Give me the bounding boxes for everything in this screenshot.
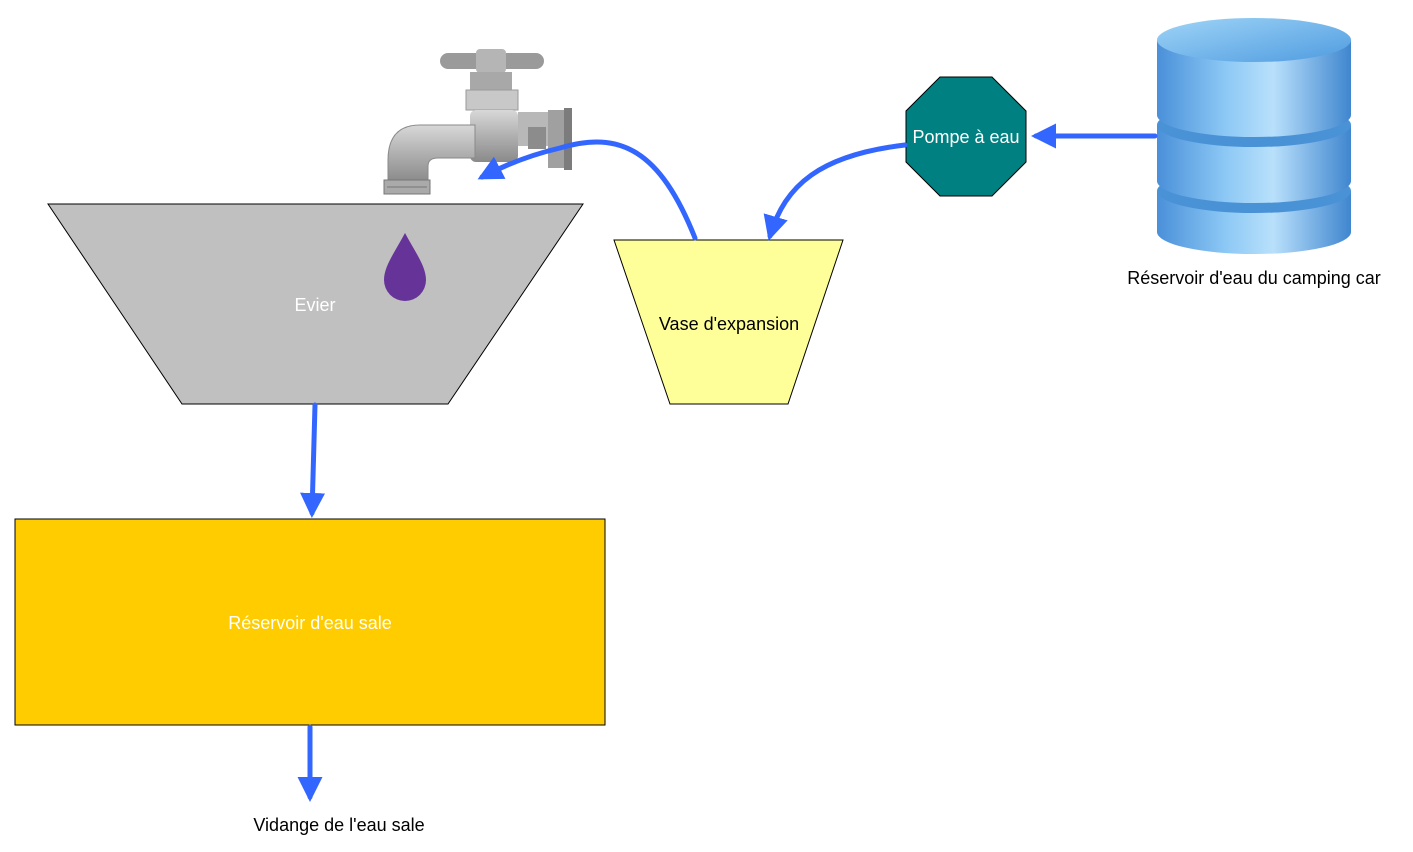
arrow-pump-to-vessel (763, 142, 908, 241)
arrow-sink-to-dirty-tank (300, 402, 326, 518)
sink-label: Evier (294, 295, 335, 315)
pump-node: Pompe à eau (905, 76, 1027, 197)
faucet-icon (383, 49, 572, 195)
pump-shape (905, 76, 1027, 197)
pump-label: Pompe à eau (912, 127, 1019, 147)
database-cylinder-icon (1157, 18, 1351, 254)
expansion-vessel-label: Vase d'expansion (659, 314, 799, 334)
sink-node: Evier (47, 203, 584, 405)
dirty-tank-node: Réservoir d'eau sale (14, 518, 606, 726)
drain-label: Vidange de l'eau sale (253, 815, 424, 835)
dirty-tank-label: Réservoir d'eau sale (228, 613, 392, 633)
arrow-vessel-to-faucet (477, 139, 698, 241)
clean-tank-label: Réservoir d'eau du camping car (1127, 268, 1381, 288)
water-drop-icon (384, 233, 426, 301)
dirty-tank-shape (14, 518, 606, 726)
sink-shape (47, 203, 584, 405)
expansion-vessel-node: Vase d'expansion (613, 239, 844, 405)
flow-arrows (297, 123, 1158, 802)
